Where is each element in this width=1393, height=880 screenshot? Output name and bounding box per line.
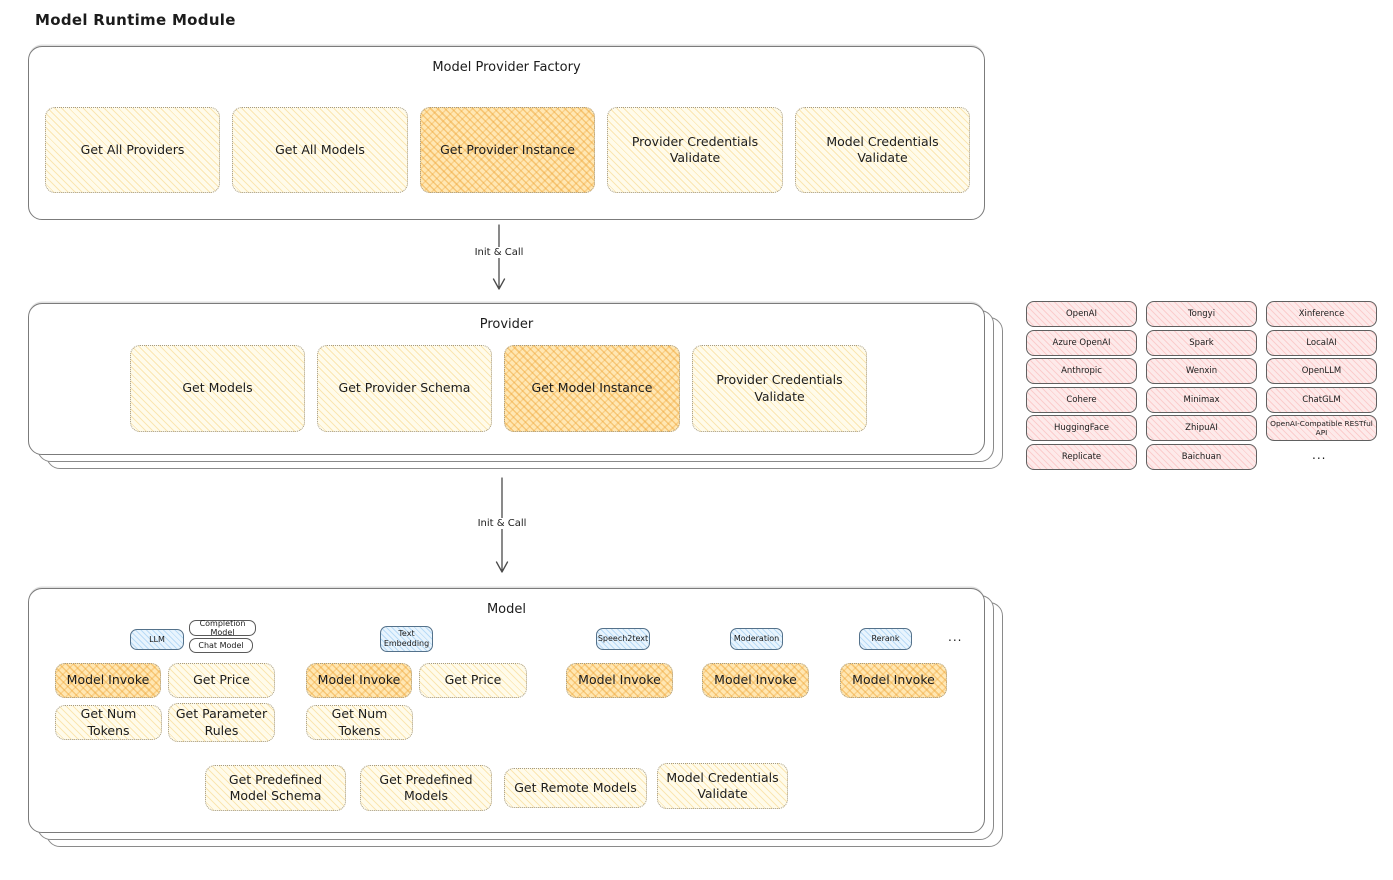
node-get-num-tokens-embedding: Get Num Tokens (306, 705, 413, 740)
provider-chip-xinference: Xinference (1266, 301, 1377, 327)
provider-chip-openai: OpenAI (1026, 301, 1137, 327)
arrow-label-init-call-2: Init & Call (473, 518, 531, 529)
provider-chip-zhipuai: ZhipuAI (1146, 415, 1257, 441)
node-model-invoke-llm: Model Invoke (55, 663, 161, 698)
provider-list-ellipsis: ... (1312, 448, 1327, 462)
node-get-all-providers: Get All Providers (45, 107, 220, 193)
type-tag-speech2text: Speech2text (596, 628, 650, 650)
node-get-price-embedding: Get Price (419, 663, 527, 698)
provider-chip-spark: Spark (1146, 330, 1257, 356)
factory-panel-title: Model Provider Factory (432, 60, 581, 75)
node-model-invoke-moderation: Model Invoke (702, 663, 809, 698)
page-title: Model Runtime Module (35, 11, 236, 29)
node-get-provider-instance: Get Provider Instance (420, 107, 595, 193)
type-tags-ellipsis: ... (948, 630, 963, 644)
node-model-invoke-rerank: Model Invoke (840, 663, 947, 698)
node-provider-credentials-validate-2: Provider Credentials Validate (692, 345, 867, 432)
provider-chip-azure-openai: Azure OpenAI (1026, 330, 1137, 356)
provider-chip-cohere: Cohere (1026, 387, 1137, 413)
provider-chip-chatglm: ChatGLM (1266, 387, 1377, 413)
provider-chip-baichuan: Baichuan (1146, 444, 1257, 470)
type-tag-rerank: Rerank (859, 628, 912, 650)
provider-chip-minimax: Minimax (1146, 387, 1257, 413)
node-get-predefined-model-schema: Get Predefined Model Schema (205, 765, 346, 811)
arrow-provider-to-model (495, 477, 509, 573)
node-get-remote-models: Get Remote Models (504, 768, 647, 808)
node-get-all-models: Get All Models (232, 107, 408, 193)
provider-chip-tongyi: Tongyi (1146, 301, 1257, 327)
type-tag-moderation: Moderation (730, 628, 783, 650)
arrow-label-init-call-1: Init & Call (470, 247, 528, 258)
node-model-invoke-embedding: Model Invoke (306, 663, 412, 698)
provider-chip-anthropic: Anthropic (1026, 358, 1137, 384)
arrow-factory-to-provider (492, 224, 506, 290)
type-tag-text-embedding: Text Embedding (380, 626, 433, 652)
node-get-provider-schema: Get Provider Schema (317, 345, 492, 432)
node-model-credentials-validate-2: Model Credentials Validate (657, 763, 788, 809)
type-tag-completion-model: Completion Model (189, 619, 256, 637)
node-model-credentials-validate: Model Credentials Validate (795, 107, 970, 193)
provider-chip-openllm: OpenLLM (1266, 358, 1377, 384)
node-get-models: Get Models (130, 345, 305, 432)
provider-chip-huggingface: HuggingFace (1026, 415, 1137, 441)
node-provider-credentials-validate: Provider Credentials Validate (607, 107, 783, 193)
node-model-invoke-speech2text: Model Invoke (566, 663, 673, 698)
node-get-parameter-rules: Get Parameter Rules (168, 703, 275, 742)
provider-chip-wenxin: Wenxin (1146, 358, 1257, 384)
provider-chip-localai: LocalAI (1266, 330, 1377, 356)
node-get-price-llm: Get Price (168, 663, 275, 698)
provider-chip-openai-compatible-restful-api: OpenAI-Compatible RESTful API (1266, 415, 1377, 441)
node-get-predefined-models: Get Predefined Models (360, 765, 492, 811)
provider-panel-title: Provider (479, 317, 534, 332)
type-tag-chat-model: Chat Model (189, 638, 253, 653)
node-get-model-instance: Get Model Instance (504, 345, 680, 432)
model-panel-title: Model (486, 602, 527, 617)
node-get-num-tokens-llm: Get Num Tokens (55, 705, 162, 740)
provider-chip-replicate: Replicate (1026, 444, 1137, 470)
type-tag-llm: LLM (130, 629, 184, 650)
